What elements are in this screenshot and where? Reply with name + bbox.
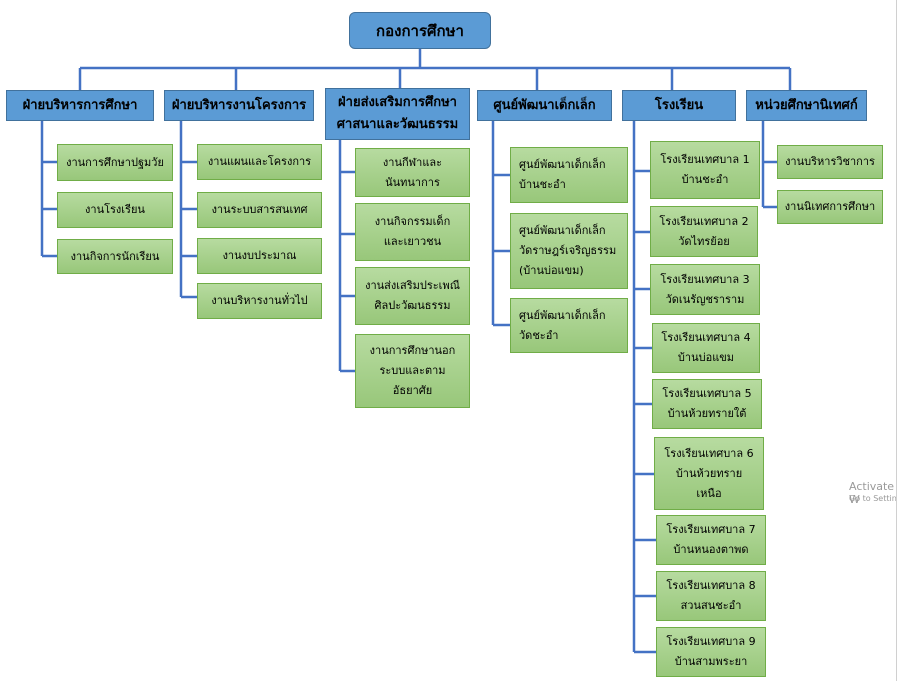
unit-educational-supervision: งานนิเทศการศึกษา — [777, 190, 883, 224]
unit-school-8: โรงเรียนเทศบาล 8 สวนสนชะอำ — [656, 571, 766, 621]
dept-child-centers: ศูนย์พัฒนาเด็กเล็ก — [477, 90, 612, 121]
dept-project-admin: ฝ่ายบริหารงานโครงการ — [164, 90, 314, 121]
unit-school-3: โรงเรียนเทศบาล 3 วัดเนรัญชราราม — [650, 264, 760, 315]
dept-education-admin: ฝ่ายบริหารการศึกษา — [6, 90, 154, 121]
unit-sports-recreation: งานกีฬาและ นันทนาการ — [355, 148, 470, 197]
unit-school-6: โรงเรียนเทศบาล 6 บ้านห้วยทราย เหนือ — [654, 437, 764, 510]
unit-school-9: โรงเรียนเทศบาล 9 บ้านสามพระยา — [656, 627, 766, 677]
unit-school-work: งานโรงเรียน — [57, 192, 173, 228]
activate-watermark: Activate W — [849, 480, 895, 506]
unit-youth-activities: งานกิจกรรมเด็ก และเยาวชน — [355, 203, 470, 261]
unit-school-1: โรงเรียนเทศบาล 1 บ้านชะอำ — [650, 141, 760, 199]
dept-supervision: หน่วยศึกษานิเทศก์ — [746, 90, 867, 121]
unit-information-system: งานระบบสารสนเทศ — [197, 192, 322, 228]
dept-promotion: ฝ่ายส่งเสริมการศึกษา ศาสนาและวัฒนธรรม — [325, 88, 470, 140]
unit-child-center-chaam: ศูนย์พัฒนาเด็กเล็ก บ้านชะอำ — [510, 147, 628, 203]
top-node: กองการศึกษา — [349, 12, 491, 49]
unit-school-5: โรงเรียนเทศบาล 5 บ้านห้วยทรายใต้ — [652, 379, 762, 429]
unit-school-2: โรงเรียนเทศบาล 2 วัดไทรย้อย — [650, 206, 758, 257]
unit-early-childhood: งานการศึกษาปฐมวัย — [57, 144, 173, 181]
unit-child-center-wat-chaam: ศูนย์พัฒนาเด็กเล็ก วัดชะอำ — [510, 298, 628, 353]
unit-plan-project: งานแผนและโครงการ — [197, 144, 322, 180]
dept-schools: โรงเรียน — [622, 90, 736, 121]
settings-watermark: Go to Settin — [849, 494, 897, 503]
unit-school-7: โรงเรียนเทศบาล 7 บ้านหนองตาพด — [656, 515, 766, 565]
unit-child-center-ratcharoen: ศูนย์พัฒนาเด็กเล็ก วัดราษฎร์เจริญธรรม (บ… — [510, 213, 628, 289]
unit-academic-admin: งานบริหารวิชาการ — [777, 145, 883, 179]
unit-non-formal-education: งานการศึกษานอก ระบบและตาม อัธยาศัย — [355, 334, 470, 408]
unit-general-admin: งานบริหารงานทั่วไป — [197, 283, 322, 319]
window-edge — [896, 0, 897, 681]
unit-tradition-culture: งานส่งเสริมประเพณี ศิลปะวัฒนธรรม — [355, 267, 470, 325]
unit-school-4: โรงเรียนเทศบาล 4 บ้านบ่อแขม — [652, 323, 760, 373]
unit-student-affairs: งานกิจการนักเรียน — [57, 239, 173, 274]
unit-budget: งานงบประมาณ — [197, 238, 322, 274]
